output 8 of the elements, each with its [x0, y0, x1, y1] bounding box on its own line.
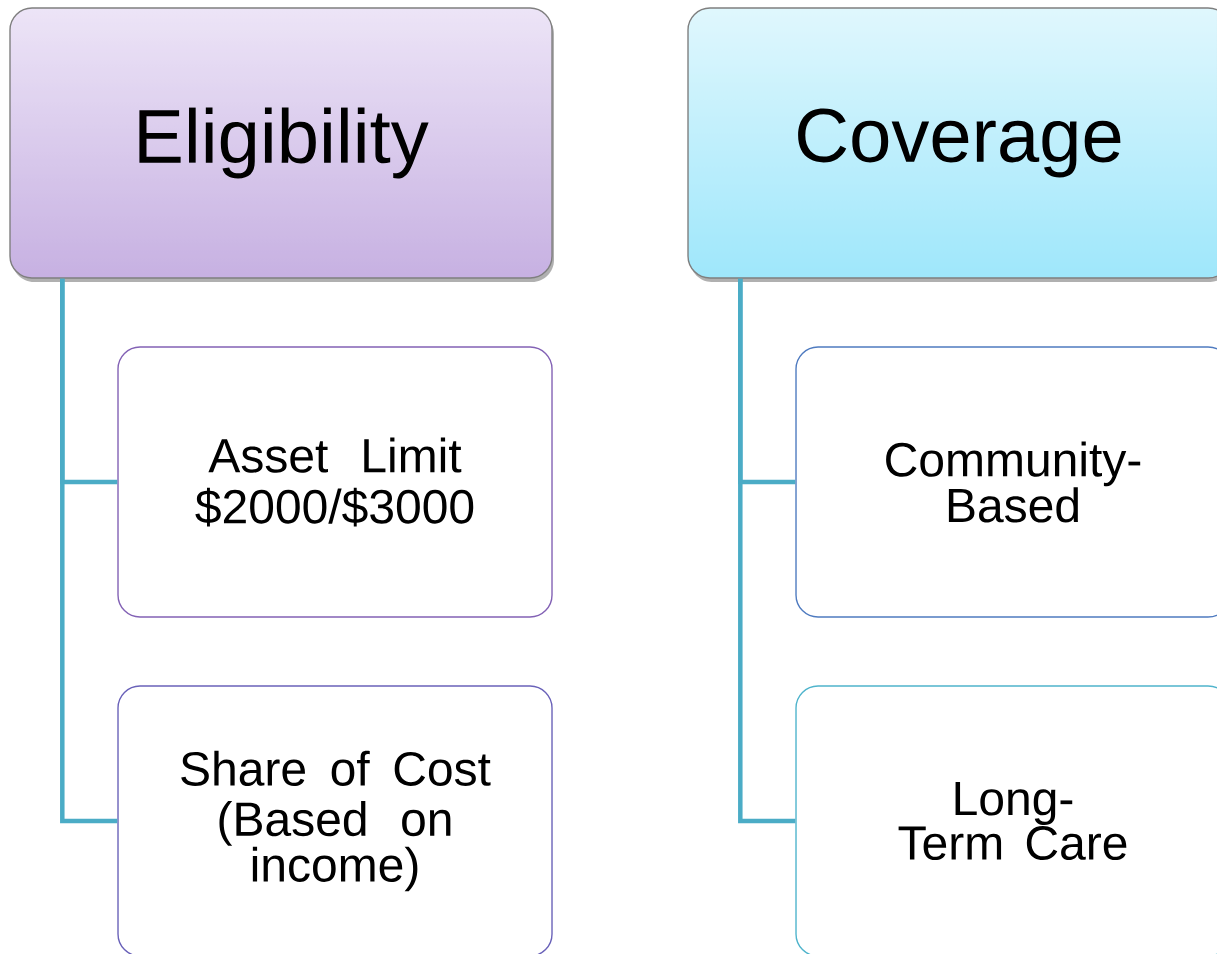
header-box: Coverage [687, 7, 1217, 282]
item-box: Community-Based [795, 346, 1217, 618]
header-box: Eligibility [9, 7, 554, 282]
connector-line [738, 278, 796, 824]
connector-line [60, 278, 118, 824]
item-box: Asset Limit $2000/$3000 [117, 346, 553, 618]
item-box: Long-Term Care [795, 685, 1217, 954]
item-box: Share of Cost (Based on income) [117, 685, 553, 954]
